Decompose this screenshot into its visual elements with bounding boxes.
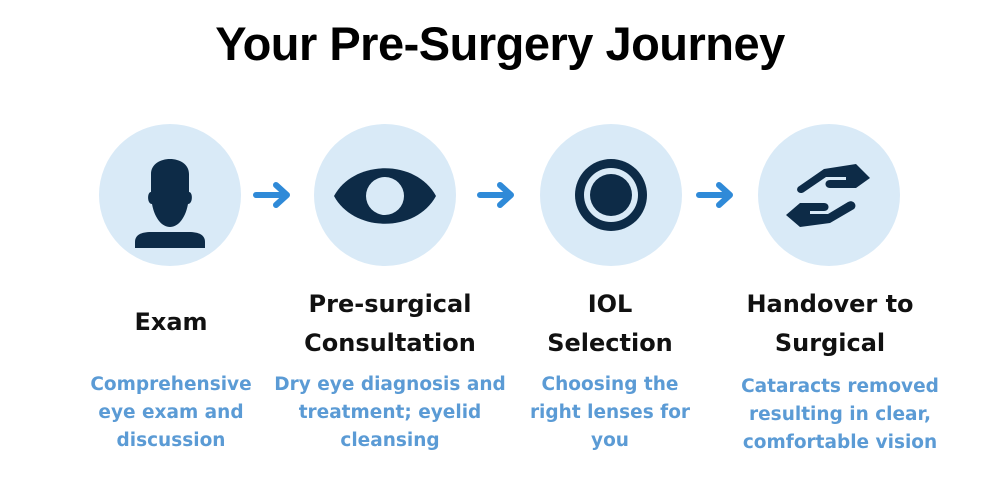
step-4-title-line: Surgical xyxy=(774,329,886,357)
step-2-description-line: treatment; eyelid xyxy=(298,402,482,423)
step-4-description: Cataracts removed resulting in clear, co… xyxy=(725,373,955,457)
step-3-title-line: Selection xyxy=(547,329,673,357)
step-4-description-line: resulting in clear, xyxy=(749,404,931,425)
step-3-description: Choosing the right lenses for you xyxy=(510,371,710,455)
step-2-description-line: Dry eye diagnosis and xyxy=(274,374,506,395)
step-1-description-line: Comprehensive xyxy=(90,374,252,395)
step-4-title: Handover to Surgical xyxy=(725,285,935,363)
person-icon xyxy=(135,159,205,248)
arrow-right-icon xyxy=(696,182,733,208)
step-4-description-line: comfortable vision xyxy=(742,432,938,453)
lens-target-icon xyxy=(575,159,647,231)
step-2-title: Pre-surgical Consultation xyxy=(285,285,495,363)
step-3-description-line: right lenses for xyxy=(529,402,691,423)
step-1-description: Comprehensive eye exam and discussion xyxy=(71,371,271,455)
step-3-icon-circle xyxy=(540,124,682,266)
page-title: Your Pre-Surgery Journey xyxy=(215,17,785,70)
arrow-right-icon xyxy=(477,182,514,208)
step-4-title-line: Handover to xyxy=(746,290,914,318)
step-2-icon-circle xyxy=(314,124,456,266)
step-1-icon-circle xyxy=(99,124,241,266)
eye-icon xyxy=(334,168,436,224)
step-2-description-line: cleansing xyxy=(340,430,440,451)
step-2-title-line: Pre-surgical xyxy=(308,290,472,318)
step-1-description-line: discussion xyxy=(116,430,226,451)
step-1-title: Exam xyxy=(71,303,271,342)
arrow-right-icon xyxy=(253,182,290,208)
step-3-title-line: IOL xyxy=(587,290,633,318)
step-1-description-line: eye exam and xyxy=(98,402,244,423)
step-2-title-line: Consultation xyxy=(304,329,476,357)
step-3-description-line: you xyxy=(591,430,629,451)
step-3-title: IOL Selection xyxy=(510,285,710,363)
step-3-description-line: Choosing the xyxy=(541,374,679,395)
step-1-title-line: Exam xyxy=(134,308,208,336)
step-4-icon-circle xyxy=(758,124,900,266)
step-4-description-line: Cataracts removed xyxy=(741,376,939,397)
step-2-description: Dry eye diagnosis and treatment; eyelid … xyxy=(270,371,510,455)
handover-hands-icon xyxy=(786,164,870,227)
